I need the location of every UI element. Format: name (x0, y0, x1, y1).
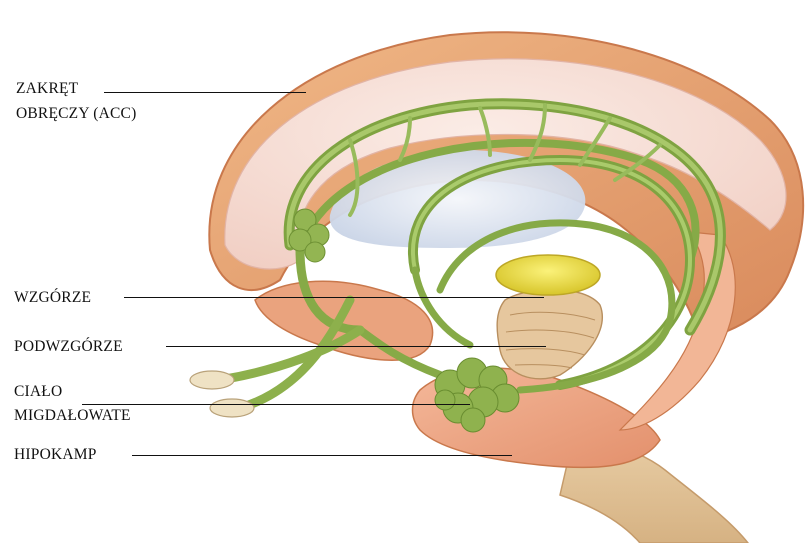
label-acc-line1: ZAKRĘT (16, 78, 78, 99)
thalamus-shape (496, 255, 600, 295)
leader-acc (104, 92, 306, 93)
label-hypothalamus: PODWZGÓRZE (14, 336, 123, 357)
hypothalamus-shape (497, 289, 602, 379)
leader-hypothalamus (166, 346, 546, 347)
leader-thalamus (124, 297, 544, 298)
label-thalamus: WZGÓRZE (14, 287, 91, 308)
label-acc-line2: OBRĘCZY (ACC) (16, 103, 136, 124)
leader-hippocampus (132, 455, 512, 456)
label-hippocampus: HIPOKAMP (14, 444, 97, 465)
label-amygdala-line2: MIGDAŁOWATE (14, 405, 131, 426)
label-amygdala-line1: CIAŁO (14, 381, 62, 402)
leader-amygdala (82, 404, 470, 405)
